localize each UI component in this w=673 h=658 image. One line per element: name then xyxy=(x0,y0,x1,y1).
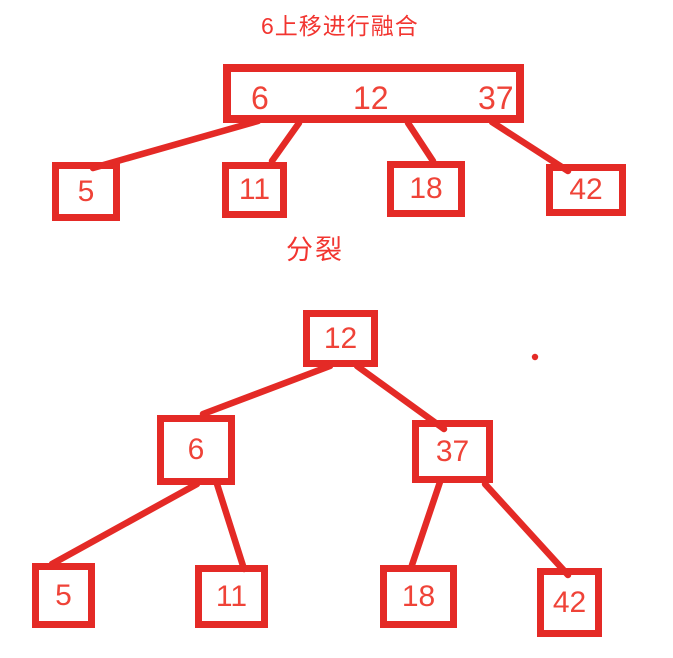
node-key: 11 xyxy=(238,173,271,206)
node-split-leaf-11: 11 xyxy=(195,565,268,628)
node-split-leaf-42: 42 xyxy=(537,568,602,637)
edge-37-to-18 xyxy=(408,478,444,569)
node-key: 11 xyxy=(215,579,248,613)
edge-12-to-6 xyxy=(199,362,334,418)
node-split-internal-6: 6 xyxy=(157,415,235,485)
node-key: 6 xyxy=(187,433,205,466)
node-split-internal-37: 37 xyxy=(412,420,493,483)
node-merged-leaf-11: 11 xyxy=(222,162,287,218)
node-merged-leaf-42: 42 xyxy=(546,164,626,216)
edge-37-to-42 xyxy=(481,480,572,579)
node-merged-leaf-18: 18 xyxy=(387,161,465,217)
node-key: 12 xyxy=(353,80,389,116)
node-key: 37 xyxy=(435,434,470,468)
edge-merged-root-to-18 xyxy=(404,119,437,165)
node-key: 5 xyxy=(77,174,95,208)
node-key: 18 xyxy=(409,172,443,205)
node-merged-root: 6 12 37 xyxy=(223,64,524,123)
edge-merged-root-to-11 xyxy=(268,119,303,165)
edge-merged-root-to-5 xyxy=(89,117,262,172)
node-key: 18 xyxy=(401,579,436,613)
stray-dot-mark xyxy=(531,353,539,361)
node-key: 42 xyxy=(569,173,603,206)
node-split-leaf-18: 18 xyxy=(380,565,457,628)
edge-6-to-11 xyxy=(213,480,248,573)
node-split-root-12: 12 xyxy=(303,310,378,367)
node-key: 42 xyxy=(552,585,587,619)
node-key: 37 xyxy=(478,80,514,116)
split-label: 分裂 xyxy=(286,235,344,265)
merge-title: 6上移进行融合 xyxy=(261,13,419,39)
node-key: 12 xyxy=(323,321,358,355)
node-split-leaf-5: 5 xyxy=(32,563,95,628)
node-key: 5 xyxy=(55,578,72,612)
node-key: 6 xyxy=(251,80,269,116)
edge-6-to-5 xyxy=(48,480,201,568)
node-merged-leaf-5: 5 xyxy=(52,162,120,221)
